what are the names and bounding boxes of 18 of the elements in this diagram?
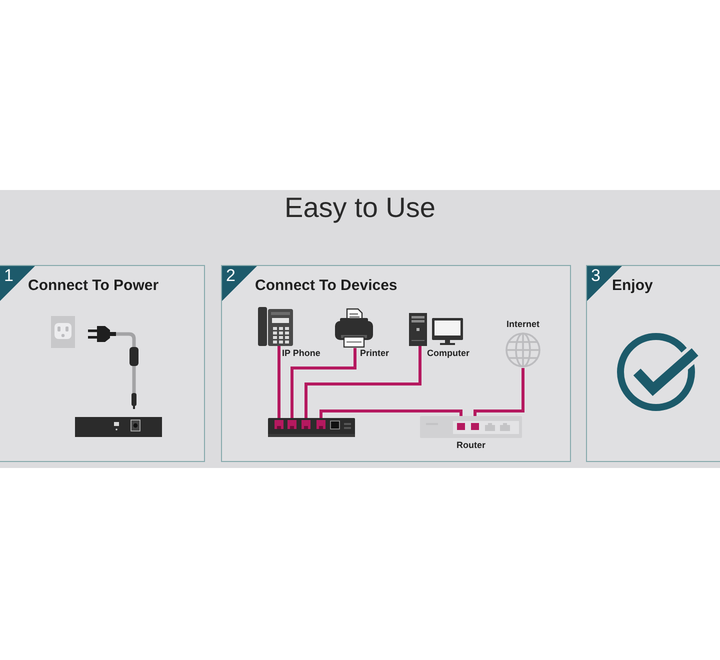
step-panel xyxy=(221,265,571,462)
step-heading: Connect To Devices xyxy=(255,277,398,295)
diagram-title: Easy to Use xyxy=(284,192,436,224)
network-cable xyxy=(304,346,422,418)
step-panel xyxy=(586,265,720,462)
device-caption: Printer xyxy=(360,348,390,359)
device-caption: IP Phone xyxy=(282,348,320,359)
network-cable xyxy=(290,348,356,418)
step-heading: Connect To Power xyxy=(28,277,159,295)
network-cable xyxy=(320,410,462,418)
step-heading: Enjoy xyxy=(612,277,653,295)
device-caption: Internet xyxy=(506,319,540,330)
device-caption: Router xyxy=(456,440,486,451)
step-panel xyxy=(0,265,205,462)
network-cable xyxy=(278,346,280,418)
step-number-badge: 2 xyxy=(222,266,257,301)
device-caption: Computer xyxy=(427,348,470,359)
network-cable xyxy=(474,368,524,416)
